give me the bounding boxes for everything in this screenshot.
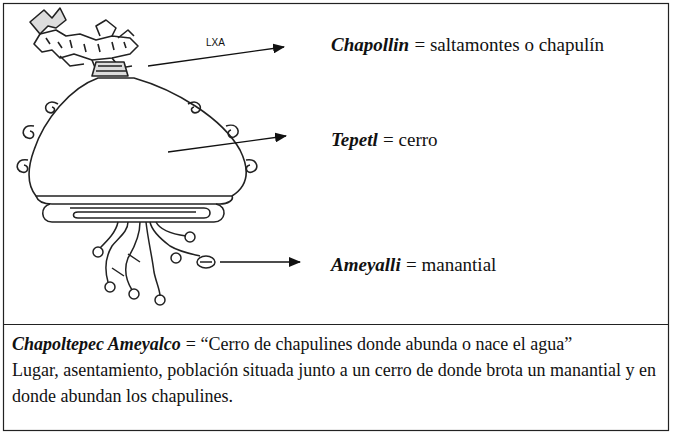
text-line: LXA — [206, 30, 225, 56]
text-line: Lugar, asentamiento, población situada j… — [12, 357, 660, 409]
term-meaning: = “Cerro de chapulines donde abunda o na… — [186, 334, 572, 354]
leader-arrow — [220, 261, 300, 262]
leader-arrow — [148, 47, 284, 66]
term-word: Chapoltepec Ameyalco — [12, 334, 181, 354]
hill-glyph — [17, 78, 257, 222]
term-word: Chapollin — [331, 34, 409, 55]
text-line: Tepetl= cerro — [331, 127, 438, 153]
label-code: LXA — [206, 37, 225, 48]
divider — [4, 324, 669, 325]
spring-glyph — [93, 222, 215, 305]
frame — [4, 4, 669, 431]
term-meaning: = saltamontes o chapulín — [414, 34, 604, 55]
term-word: Ameyalli — [331, 254, 401, 275]
description-text: Lugar, asentamiento, población situada j… — [12, 360, 656, 406]
leader-arrows — [148, 47, 300, 262]
grasshopper — [30, 8, 138, 76]
text-line: Ameyalli= manantial — [331, 252, 496, 278]
text-line: Chapoltepec Ameyalco= “Cerro de chapulin… — [12, 331, 572, 357]
term-word: Tepetl — [331, 129, 378, 150]
text-line: Chapollin= saltamontes o chapulín — [331, 32, 604, 58]
leader-arrow — [168, 136, 286, 152]
term-meaning: = cerro — [383, 129, 438, 150]
term-meaning: = manantial — [406, 254, 496, 275]
